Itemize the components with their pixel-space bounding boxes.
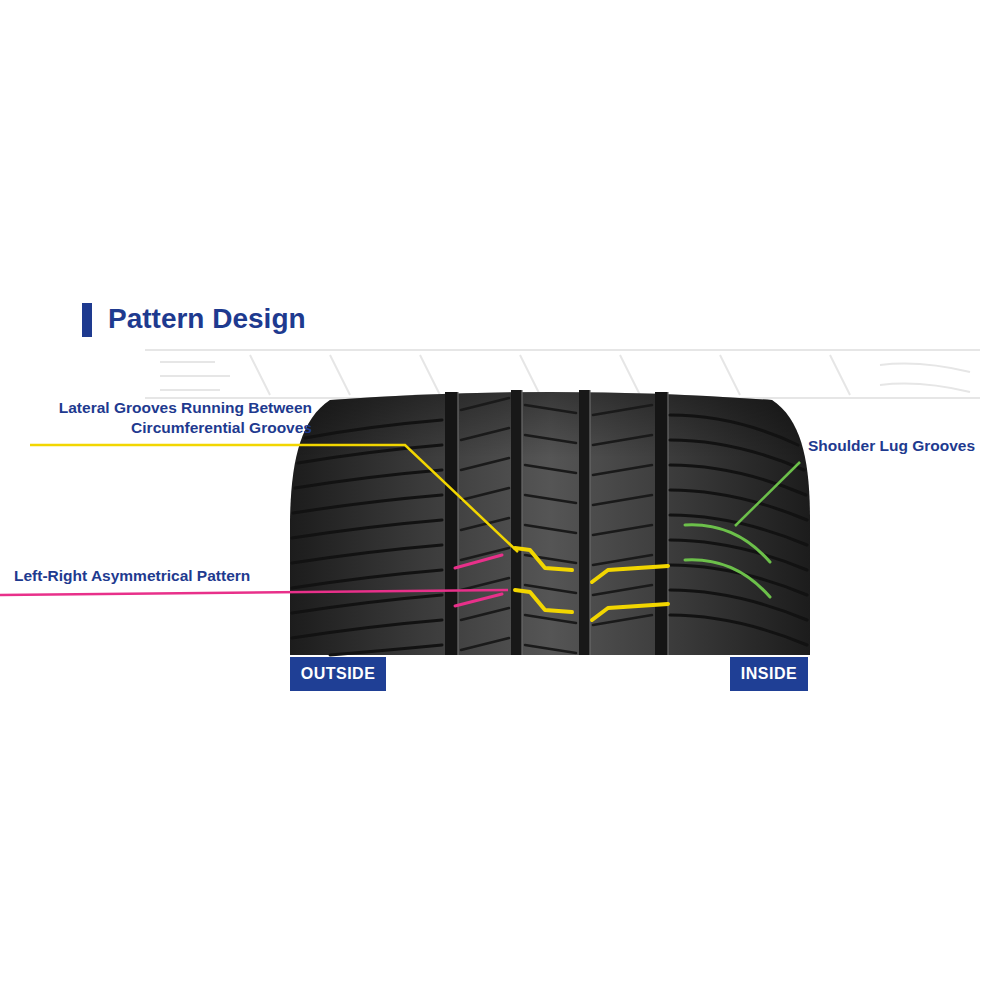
callout-label: Lateral Grooves Running Between Circumfe… (22, 398, 312, 438)
leader-line (30, 445, 518, 552)
circumferential-grooves (445, 390, 668, 655)
side-label: OUTSIDE (301, 665, 376, 683)
callout-label: Shoulder Lug Grooves (808, 436, 975, 456)
shoulder-sipes (292, 420, 442, 655)
tire-tread (290, 392, 810, 655)
side-marker-box: OUTSIDE (290, 657, 386, 691)
callout-label: Left-Right Asymmetrical Pattern (14, 566, 250, 586)
title: Pattern Design (108, 301, 306, 337)
asymmetry-highlight (455, 555, 502, 606)
background-sketch (145, 350, 980, 398)
shoulder-groove-highlight (685, 525, 770, 597)
tire-shade (290, 392, 810, 655)
lateral-groove-highlight (515, 548, 668, 620)
side-marker-box: INSIDE (730, 657, 808, 691)
leader-line (735, 462, 800, 526)
title-bar (82, 303, 92, 337)
side-label: INSIDE (741, 665, 797, 683)
shoulder-lug-grooves (670, 415, 807, 645)
leader-line (0, 590, 508, 595)
